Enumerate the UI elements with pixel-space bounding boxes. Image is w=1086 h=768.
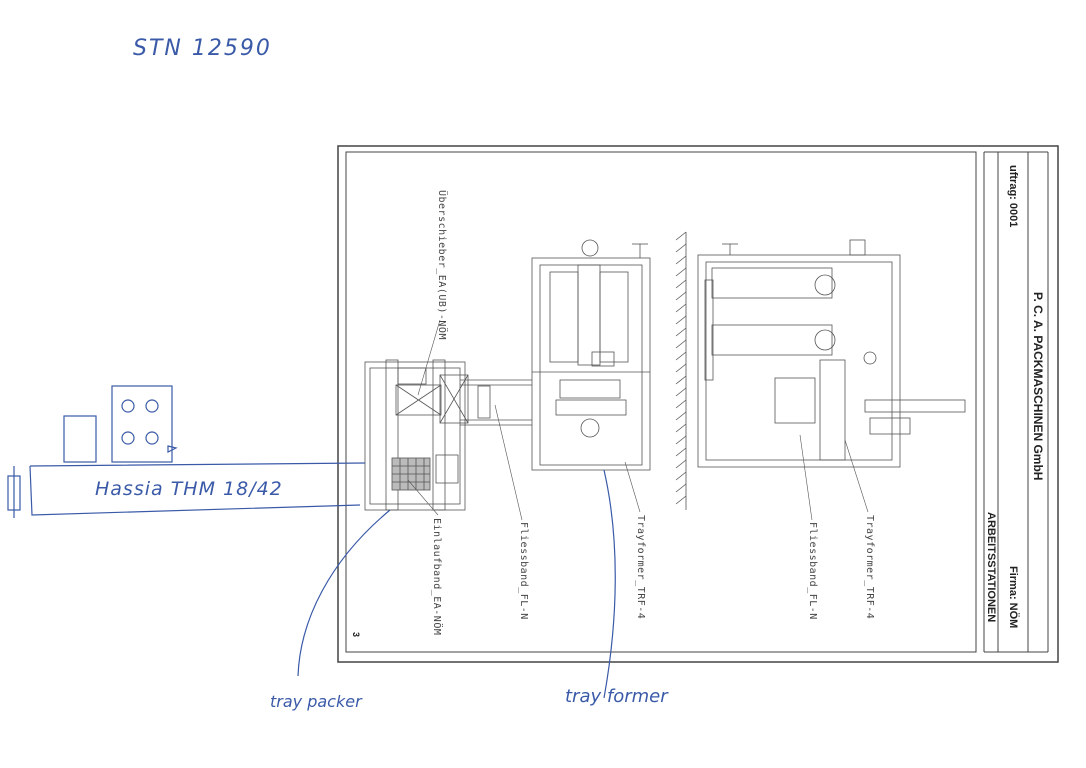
company-name: P. C. A. PACKMASCHINEN GmbH xyxy=(1031,292,1045,481)
label-ueberschieber: Überschieber_EA(UB)-NÖM xyxy=(436,190,447,340)
drawing-title: ARBEITSSTATIONEN xyxy=(985,512,997,623)
tray-packer-note: tray packer xyxy=(270,692,362,711)
customer: Firma: NÖM xyxy=(1007,566,1019,629)
order-number: uftrag: 0001 xyxy=(1007,165,1019,228)
trayformer-machine-1 xyxy=(531,239,651,471)
label-trayformer-1: Trayformer_TRF-4 xyxy=(635,515,646,620)
wall-hatch xyxy=(675,231,687,510)
drawing-frame xyxy=(337,145,1059,663)
page-number: 3 xyxy=(351,632,361,638)
label-fliessband-2: Fliessband_FL-N xyxy=(807,522,818,620)
label-einlaufband: Einlaufband_EA-NÖM xyxy=(431,518,442,636)
hand-sketch xyxy=(7,385,616,699)
trayformer-machine-2 xyxy=(697,239,966,468)
station-number: STN 12590 xyxy=(133,36,272,61)
conveyor xyxy=(460,379,532,426)
machine-label: Hassia THM 18/42 xyxy=(95,478,283,500)
label-trayformer-2: Trayformer_TRF-4 xyxy=(864,515,875,620)
label-fliessband-1: Fliessband_FL-N xyxy=(518,522,529,620)
tray-packer-machine xyxy=(364,359,469,511)
leader-lines xyxy=(407,319,869,521)
tray-former-note: tray former xyxy=(565,686,668,707)
